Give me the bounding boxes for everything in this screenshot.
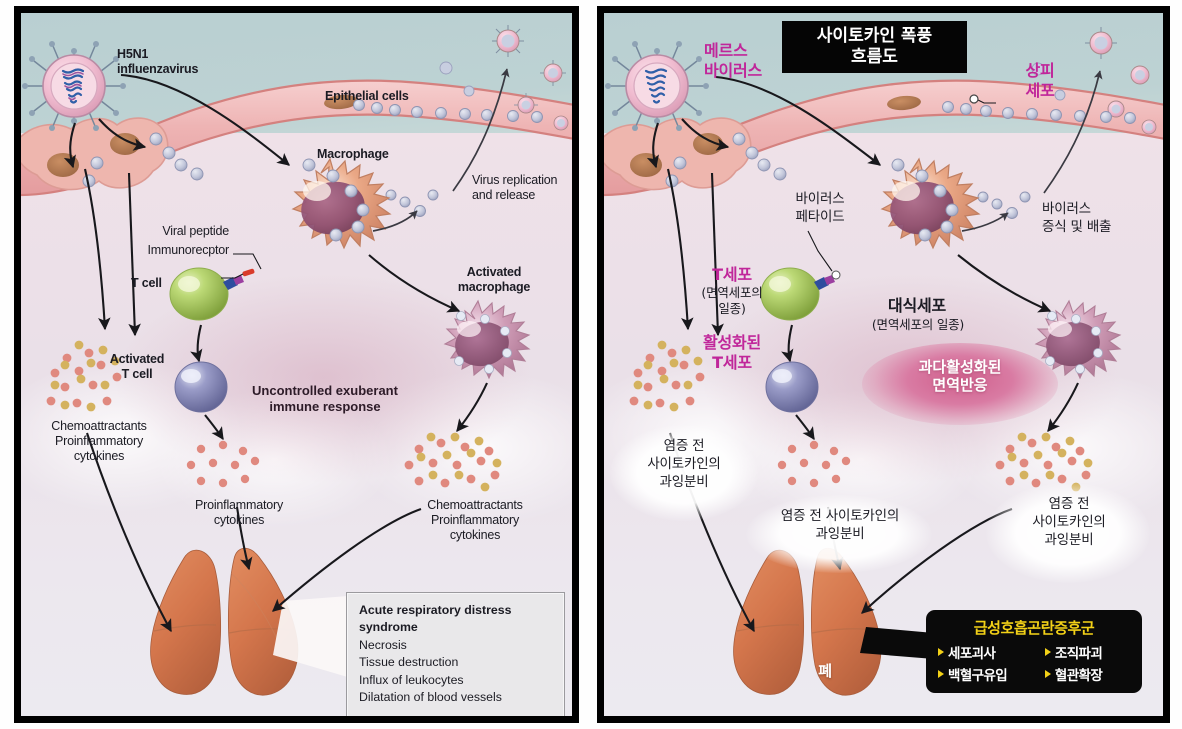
label-epithelial-cells-ko: 상피 세포 xyxy=(1025,61,1055,101)
label-viral-peptide: Viral peptide xyxy=(162,224,229,238)
ards-heading-korean: 급성호흡곤란증후군 xyxy=(973,619,1095,637)
label-h5n1-influenzavirus: H5N1 influenzavirus xyxy=(117,47,199,76)
ards-item-label: 혈관확장 xyxy=(1054,668,1103,684)
ards-item-ko: 백혈구유입 xyxy=(938,664,1035,684)
label-viral-peptide-ko: 바이러스 페타이드 xyxy=(795,191,845,225)
label-activated-t-cell-ko: 활성화된 T세포 xyxy=(702,333,762,373)
halo-right xyxy=(986,483,1150,583)
label-chemoattractants-right: Chemoattractants Proinflammatory cytokin… xyxy=(427,498,523,542)
overactive-immune-blob xyxy=(862,343,1058,425)
bullet-triangle-icon xyxy=(938,648,944,656)
ards-item: Dilatation of blood vessels xyxy=(359,690,502,705)
ards-item: Tissue destruction xyxy=(359,655,459,670)
ards-item-label: 세포괴사 xyxy=(948,646,996,662)
ards-heading-english: Acute respiratory distress syndrome xyxy=(359,603,512,635)
label-immunoreceptor: Immunorecptor xyxy=(147,243,230,257)
bullet-triangle-icon xyxy=(938,670,944,678)
ards-item-label: 백혈구유입 xyxy=(948,668,1008,684)
bullet-triangle-icon xyxy=(1044,648,1051,656)
label-cytokines-middle-ko: 염증 전 사이토카인의 과잉분비 xyxy=(780,508,900,543)
label-t-cell-sub-ko: (면역세포의 일종) xyxy=(701,285,763,316)
label-macrophage-sub-ko: (면역세포의 일종) xyxy=(871,317,965,332)
panel-korean: 과다활성화된 면역반응 사이토카인 폭풍 흐름도 메르스 바이러스 상피 세포 … xyxy=(597,6,1170,723)
label-chemoattractants-left: Chemoattractants Proinflammatory cytokin… xyxy=(51,419,147,463)
label-t-cell: T cell xyxy=(131,276,162,290)
bullet-triangle-icon xyxy=(1044,670,1051,678)
label-epithelial-cells: Epithelial cells xyxy=(325,89,409,103)
label-lung-ko: 폐 xyxy=(818,662,832,680)
panel-english: H5N1 influenzavirus Epithelial cells Mac… xyxy=(14,6,579,723)
ards-item-ko: 혈관확장 xyxy=(1044,664,1130,684)
halo-left xyxy=(610,425,758,521)
ards-item: Necrosis xyxy=(359,637,407,652)
label-overactive-immune-response: 과다활성화된 면역반응 xyxy=(918,358,1002,394)
label-macrophage-ko: 대식세포 xyxy=(887,296,947,315)
ards-item: Influx of leukocytes xyxy=(359,672,464,687)
label-activated-macrophage: Activated macrophage xyxy=(457,265,531,294)
label-mers-virus: 메르스 바이러스 xyxy=(704,41,763,81)
label-virus-replication-ko: 바이러스 증식 및 배출 xyxy=(1042,201,1112,235)
ards-item-ko: 조직파괴 xyxy=(1044,642,1130,662)
ards-item-label: 조직파괴 xyxy=(1054,646,1103,662)
label-t-cell-ko: T세포 xyxy=(712,265,752,284)
ards-info-box-english: Acute respiratory distress syndrome Necr… xyxy=(346,592,565,716)
halo-middle xyxy=(746,495,932,573)
label-cytokines-right-ko: 염증 전 사이토카인의 과잉분비 xyxy=(1032,496,1106,549)
scene-english: H5N1 influenzavirus Epithelial cells Mac… xyxy=(21,13,572,716)
label-proinflammatory-cytokines-middle: Proinflammatory cytokines xyxy=(195,498,283,527)
ards-info-box-korean: 급성호흡곤란증후군 세포괴사 조직파괴 백혈구유입 혈관확장 xyxy=(926,610,1142,693)
label-macrophage: Macrophage xyxy=(317,147,389,161)
diagram-title-box: 사이토카인 폭풍 흐름도 xyxy=(782,21,967,74)
ards-items-grid-korean: 세포괴사 조직파괴 백혈구유입 혈관확장 xyxy=(938,642,1130,684)
ards-item-ko: 세포괴사 xyxy=(938,642,1035,662)
label-cytokines-left-ko: 염증 전 사이토카인의 과잉분비 xyxy=(647,438,721,491)
label-uncontrolled-exuberant-immune-response: Uncontrolled exuberant immune response xyxy=(252,383,398,415)
label-virus-replication-and-release: Virus replication and release xyxy=(472,173,558,202)
scene-korean: 과다활성화된 면역반응 사이토카인 폭풍 흐름도 메르스 바이러스 상피 세포 … xyxy=(604,13,1163,716)
label-activated-t-cell: Activated T cell xyxy=(109,352,165,381)
